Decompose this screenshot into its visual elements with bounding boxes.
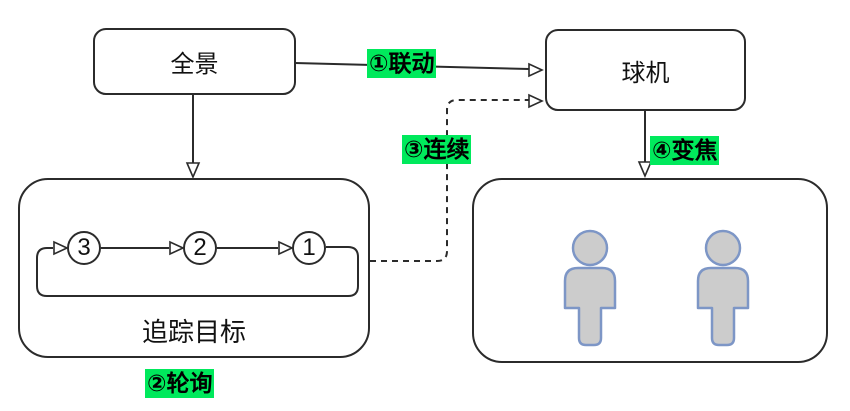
queue-item-2-label: 2	[193, 234, 207, 261]
arrow-panorama-tracking-head	[185, 162, 201, 180]
edge-label-zoom: ④变焦	[650, 136, 720, 165]
edge-label-polling: ②轮询	[145, 369, 215, 398]
queue-item-3: 3	[67, 231, 101, 265]
node-panorama: 全景	[93, 28, 296, 95]
node-dome-camera: 球机	[545, 29, 746, 111]
edge-label-continuous: ③连续	[402, 135, 472, 164]
person-icon	[563, 229, 617, 347]
node-tracking-label: 追踪目标	[141, 317, 246, 347]
arrow-linkage-head	[528, 62, 544, 78]
person-icon	[696, 229, 750, 347]
queue-item-3-label: 3	[77, 234, 91, 261]
node-panorama-label: 全景	[170, 51, 219, 78]
arrow-continuous-head	[528, 93, 544, 109]
queue-item-1-label: 1	[302, 234, 316, 261]
queue-item-1: 1	[292, 231, 326, 265]
node-dome-camera-label: 球机	[621, 59, 670, 87]
queue-item-2: 2	[183, 231, 217, 265]
edge-label-linkage: ①联动	[367, 49, 437, 78]
node-scene	[472, 178, 828, 363]
